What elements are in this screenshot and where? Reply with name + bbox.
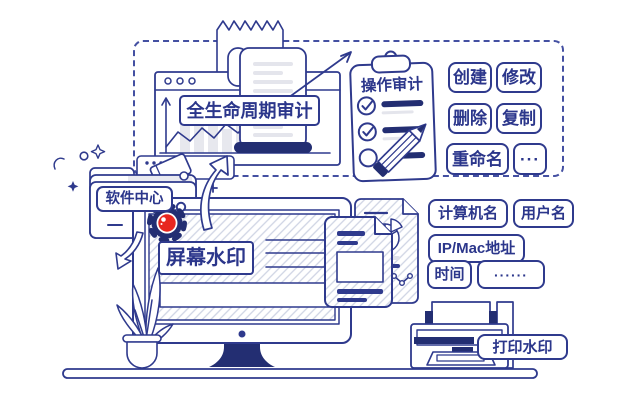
document-text-icon	[324, 216, 393, 308]
desk-line	[62, 368, 538, 379]
record-badge-icon	[147, 201, 187, 243]
plant-icon	[116, 267, 174, 369]
lifecycle-audit-panel	[133, 40, 564, 177]
curved-arrow-down-icon	[115, 231, 144, 270]
curved-arrow-up-icon	[200, 155, 229, 231]
clipboard-icon	[349, 50, 437, 183]
pencil-icon	[373, 123, 427, 177]
printer-icon	[410, 301, 514, 369]
scroll-document-icon	[227, 47, 312, 153]
